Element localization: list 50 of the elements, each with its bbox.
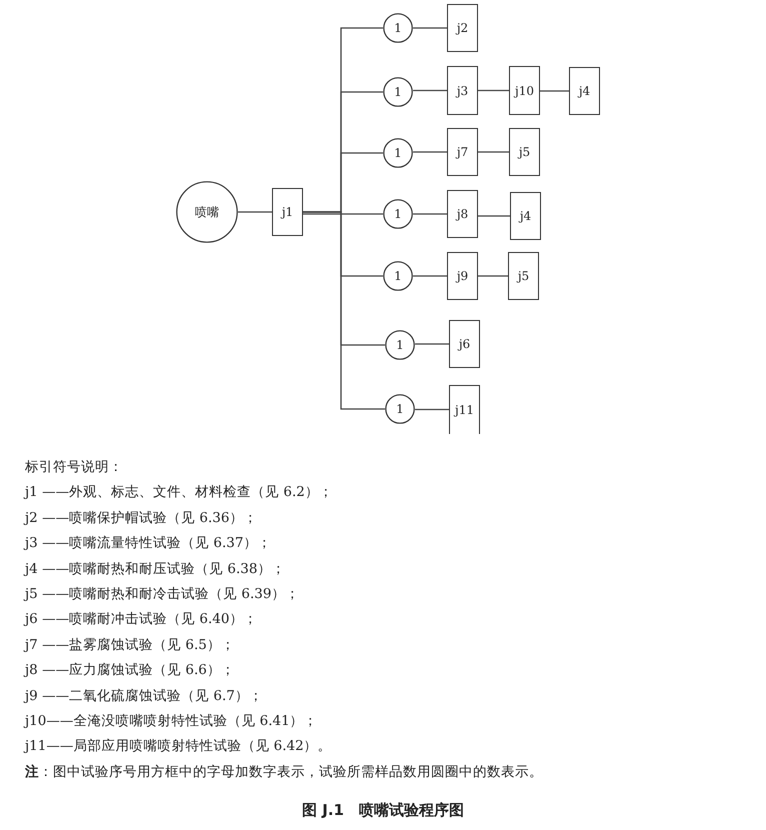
legend-entry: j5 ——喷嘴耐热和耐冷击试验（见 6.39）； (25, 585, 300, 603)
test-box: j10 (509, 66, 540, 115)
legend-entry: j4 ——喷嘴耐热和耐压试验（见 6.38）； (25, 560, 286, 578)
nozzle-circle: 喷嘴 (176, 181, 238, 243)
legend-entry: j1 ——外观、标志、文件、材料检查（见 6.2）； (25, 483, 333, 502)
test-box: j6 (449, 320, 480, 368)
test-box: j3 (447, 66, 478, 115)
test-box: j9 (447, 252, 478, 300)
connector-line (478, 215, 510, 217)
legend-entry: j8 ——应力腐蚀试验（见 6.6）； (25, 661, 235, 680)
sample-count-circle: 1 (385, 330, 415, 360)
connector-line (413, 90, 447, 92)
sample-count-circle: 1 (383, 138, 413, 168)
connector-line (238, 211, 272, 213)
legend-entry: j2 ——喷嘴保护帽试验（见 6.36）； (25, 508, 258, 527)
note-text: 注：图中试验序号用方框中的字母加数字表示，试验所需样品数用圆圈中的数表示。 (25, 762, 543, 781)
test-box: j1 (272, 188, 303, 236)
sample-count-circle: 1 (383, 261, 413, 291)
legend-entry: j11——局部应用喷嘴喷射特性试验（见 6.42）。 (25, 737, 332, 756)
figure-caption: 图 J.1 喷嘴试验程序图 (301, 801, 465, 820)
test-box: j8 (447, 190, 478, 238)
test-box: j11 (449, 385, 480, 434)
sample-count-circle: 1 (383, 77, 413, 107)
legend-entry: j9 ——二氧化硫腐蚀试验（见 6.7）； (25, 686, 263, 705)
legend-heading: 标引符号说明： (25, 458, 123, 476)
test-box: j5 (508, 252, 539, 300)
connector-line (478, 151, 509, 153)
connector-line (413, 27, 447, 29)
connector-line (413, 151, 447, 153)
connector-line (540, 90, 569, 92)
sample-count-circle: 1 (385, 394, 415, 424)
test-box: j5 (509, 128, 540, 176)
test-box: j4 (569, 67, 600, 115)
legend-entry: j6 ——喷嘴耐冲击试验（见 6.40）； (25, 610, 258, 628)
connector-line (478, 275, 508, 277)
legend-entry: j3 ——喷嘴流量特性试验（见 6.37）； (25, 534, 272, 552)
connector-line (413, 213, 447, 215)
connector-line (303, 213, 383, 215)
connector-line (303, 211, 385, 410)
connector-line (415, 343, 449, 345)
sample-count-circle: 1 (383, 199, 413, 229)
connector-line (478, 90, 509, 92)
legend-entry: j10——全淹没喷嘴喷射特性试验（见 6.41）； (25, 712, 318, 730)
test-box: j7 (447, 128, 478, 176)
connector-line (413, 275, 447, 277)
test-box: j4 (510, 192, 541, 240)
sample-count-circle: 1 (383, 13, 413, 43)
connector-line (415, 408, 449, 410)
legend-entry: j7 ——盐雾腐蚀试验（见 6.5）； (25, 636, 235, 654)
test-box: j2 (447, 4, 478, 52)
